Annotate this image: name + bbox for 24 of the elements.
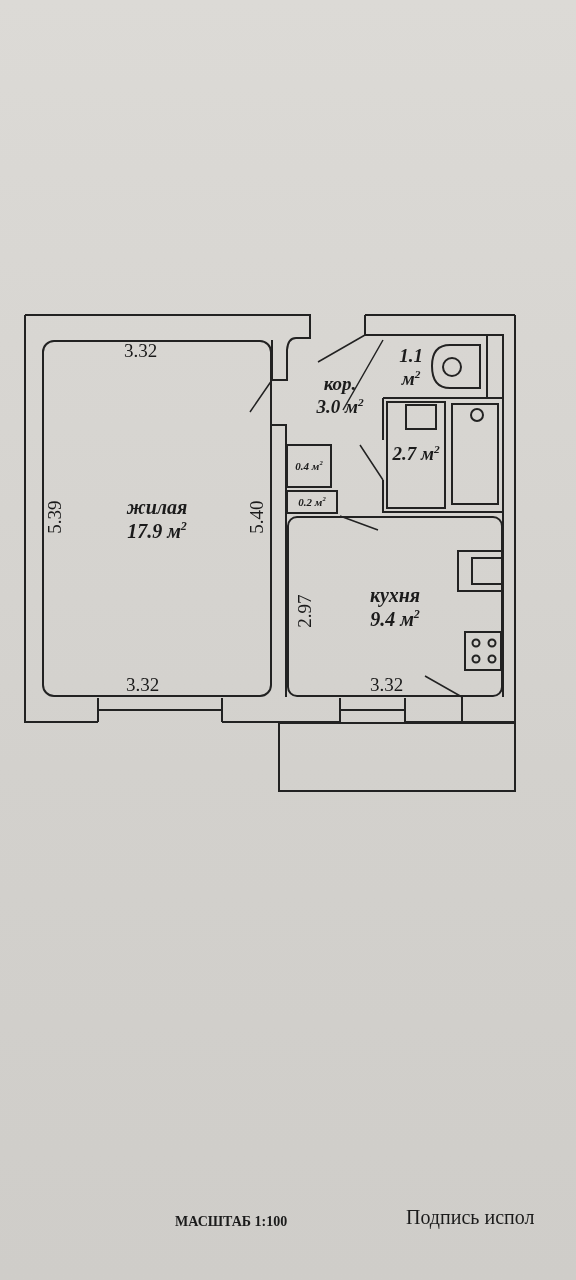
room-name: кухня — [369, 582, 421, 607]
balcony — [278, 722, 516, 792]
area-label: 17.9 м$^{2}$ — [127, 518, 187, 543]
area-label: 0.4 м$^{2}$ — [295, 459, 323, 473]
signature-label: Подпись испол — [406, 1206, 535, 1229]
dimension-label: 5.39 — [43, 500, 66, 534]
bathroom — [386, 401, 446, 509]
area-label: 2.7 м$^{2}$ — [392, 443, 440, 467]
dimension-label: 5.40 — [245, 500, 268, 534]
scale-label: МАСШТАБ 1:100 — [175, 1214, 288, 1230]
living-room — [42, 340, 272, 697]
room-name: жилая — [126, 494, 188, 519]
kitchen-room — [287, 516, 503, 697]
dimension-label: 3.32 — [370, 674, 404, 696]
area-label: 3.0 м$^{2}$ — [316, 395, 364, 419]
area-label: 9.4 м$^{2}$ — [370, 606, 420, 631]
area-label: 1.1 м$^{2}$ — [398, 345, 424, 391]
dimension-label: 2.97 — [293, 594, 316, 628]
closet — [286, 444, 332, 488]
closet — [286, 490, 338, 514]
area-label: 0.2 м$^{2}$ — [298, 495, 326, 509]
dimension-label: 3.32 — [124, 340, 158, 362]
dimension-label: 3.32 — [126, 674, 160, 696]
room-name: кор. — [323, 373, 357, 396]
